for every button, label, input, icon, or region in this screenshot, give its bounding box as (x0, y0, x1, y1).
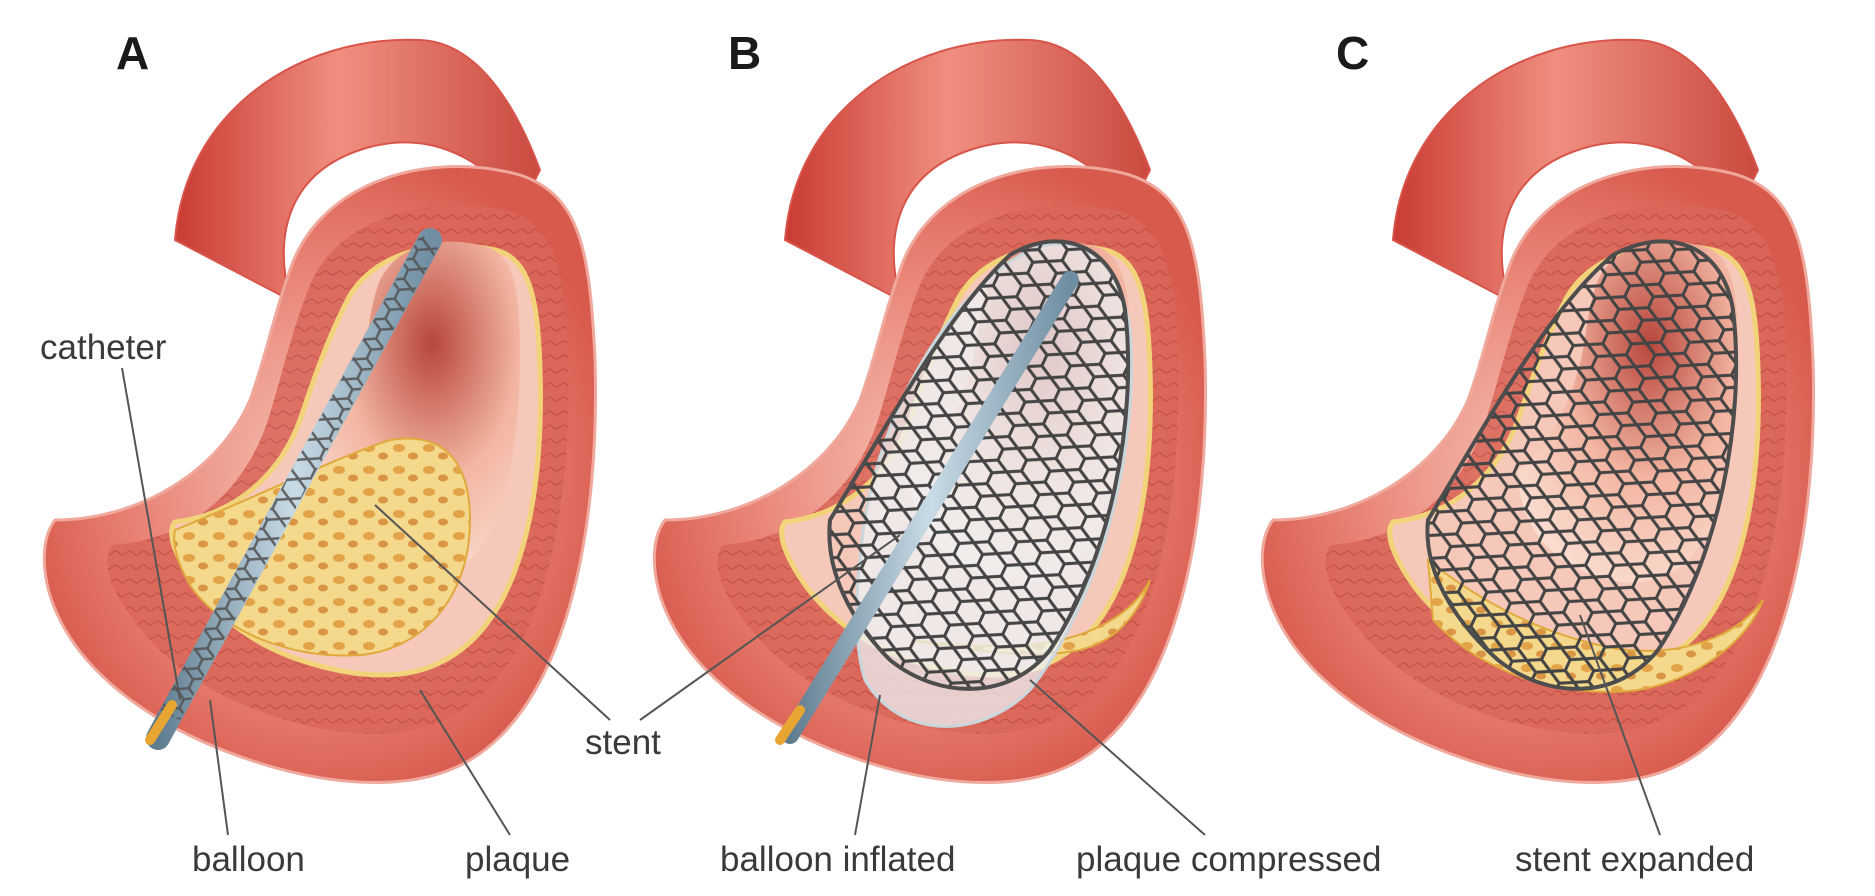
artery-panel-C (1260, 38, 1815, 784)
label-catheter: catheter (40, 328, 167, 367)
panel-letter-a: A (116, 27, 150, 79)
leader-stent-a (374, 504, 611, 721)
label-plaque: plaque (465, 840, 571, 879)
label-stent-expanded: stent expanded (1515, 840, 1755, 879)
label-balloon: balloon (192, 840, 305, 879)
label-balloon-inflated: balloon inflated (720, 840, 956, 879)
catheter-tip (775, 705, 805, 745)
leader-balloon-inflated (854, 694, 881, 836)
stent-expanded (1425, 239, 1739, 691)
artery-tube (1391, 38, 1760, 302)
panel-letter-c: C (1336, 27, 1370, 79)
panel-letter-b: B (728, 27, 762, 79)
label-stent: stent (585, 723, 661, 762)
artery-tube (173, 38, 542, 302)
leader-stent-expanded (1579, 614, 1661, 836)
plaque (173, 437, 472, 657)
artery-panel-B (652, 38, 1207, 784)
leader-plaque (419, 689, 511, 836)
leader-plaque-compressed (1029, 679, 1206, 836)
artery-tube (783, 38, 1152, 302)
stent-expanding (827, 239, 1131, 691)
leader-catheter (121, 367, 181, 701)
leader-balloon (209, 699, 229, 836)
stent-crimped (160, 234, 440, 721)
catheter-tip (145, 700, 177, 745)
label-plaque-compressed: plaque compressed (1076, 840, 1382, 879)
catheter (781, 271, 1079, 744)
artery-panel-A (42, 38, 597, 784)
leader-stent-b (639, 534, 901, 721)
